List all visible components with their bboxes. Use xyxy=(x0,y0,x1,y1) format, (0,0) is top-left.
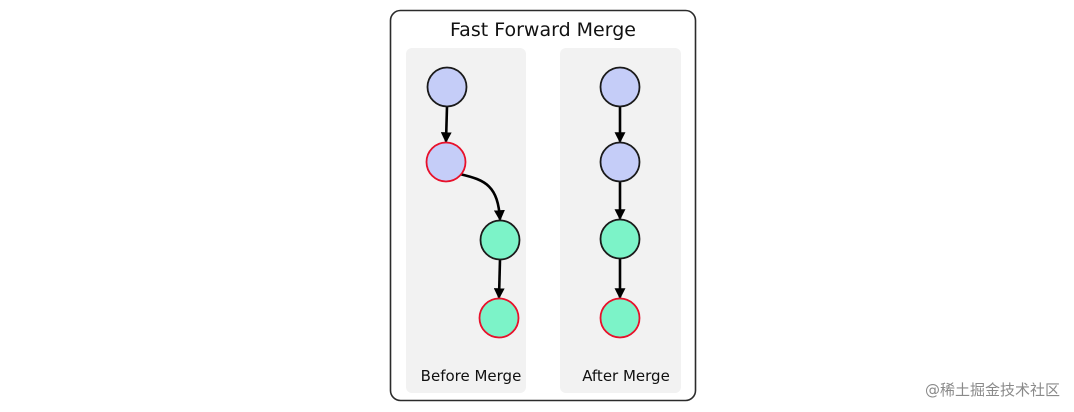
nodes-layer xyxy=(425,66,641,339)
after-commit-node-3 xyxy=(599,218,641,260)
before-edge-3 xyxy=(493,259,505,300)
before-edge-1 xyxy=(440,106,452,144)
before-commit-node-4 xyxy=(478,297,520,339)
after-commit-node-1 xyxy=(599,66,641,108)
edges-layer xyxy=(440,106,626,300)
before-edge-2 xyxy=(459,172,505,222)
before-commit-node-3 xyxy=(479,219,521,261)
before-commit-node-1 xyxy=(426,66,468,108)
before-commit-node-2 xyxy=(425,141,467,183)
diagram-title: Fast Forward Merge xyxy=(450,19,636,41)
before-merge-panel xyxy=(406,48,526,393)
after-merge-label: After Merge xyxy=(582,367,670,385)
after-commit-node-2 xyxy=(599,141,641,183)
watermark: @稀土掘金技术社区 xyxy=(924,381,1060,399)
before-merge-label: Before Merge xyxy=(421,367,522,385)
after-commit-node-4 xyxy=(599,297,641,339)
